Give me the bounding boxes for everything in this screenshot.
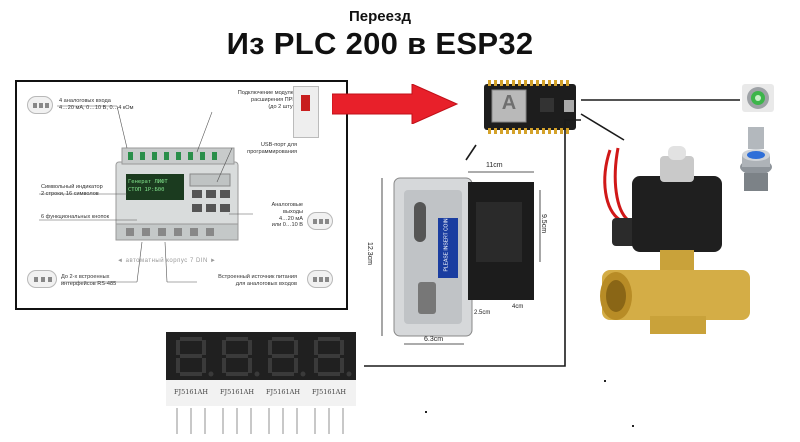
- wire-to-coin-acceptor: [465, 144, 477, 161]
- digit-1-segment-1: [180, 337, 202, 341]
- digit-4-segment-2: [340, 340, 344, 355]
- wire-to-valve: [580, 113, 625, 141]
- digit-3-decimal-point: [300, 371, 306, 377]
- digit-3-segment-2: [294, 340, 298, 355]
- blue-button: [738, 125, 774, 195]
- callout-thumb-analog-inputs: [27, 96, 53, 114]
- plc-lcd: Генерат ЛИФТ СТОП 1Р:Б00: [128, 178, 168, 194]
- expansion-module-photo: [293, 86, 319, 138]
- dim-depth: 9.5cm: [540, 213, 548, 234]
- digit-2-segment-7: [226, 354, 248, 358]
- callout-thumb-rs485: [27, 270, 57, 288]
- callout-thumb-analog-outputs: [307, 212, 333, 230]
- digit-2-segment-5: [222, 358, 226, 373]
- solenoid-valve: [590, 140, 750, 340]
- esp32-board: A: [480, 78, 580, 136]
- green-button-drawing: [742, 84, 774, 112]
- coin-acceptor: 11cm 12.3cm 9.5cm 2.5cm 4cm 6.3cm PLEASE…: [364, 162, 559, 350]
- solenoid-valve-drawing: [600, 146, 750, 334]
- migration-arrow: [332, 84, 459, 124]
- seven-segment-drawing: [166, 332, 356, 434]
- plc-device-drawing: [115, 147, 239, 241]
- coin-acceptor-drawing: [381, 171, 541, 345]
- esp32-chip-letter: A: [501, 92, 517, 114]
- digit-3-segment-5: [268, 358, 272, 373]
- expansion-connector: [301, 95, 310, 111]
- digit-3-segment-7: [272, 354, 294, 358]
- dim-bottom-a: 2.5cm: [474, 310, 491, 316]
- digit-4-segment-1: [318, 337, 340, 341]
- wire-to-display: [364, 119, 581, 367]
- plc-lcd-line-2: СТОП 1Р:Б00: [128, 187, 165, 193]
- digit-2-segment-3: [248, 358, 252, 373]
- label-din: ◄ автоматный корпус 7 DIN ►: [117, 258, 217, 264]
- digit-1-segment-6: [176, 340, 180, 355]
- digit-4-segment-3: [340, 358, 344, 373]
- digit-4-segment-5: [314, 358, 318, 373]
- label-analog-outputs: Аналоговые выходы 4…20 мА или 0…10 В: [271, 202, 303, 229]
- label-buttons: 6 функциональных кнопок: [41, 214, 110, 220]
- digit-4-segment-7: [318, 354, 340, 358]
- esp32-board-drawing: [484, 80, 576, 134]
- label-rs485: До 2-х встроенных интерфейсов RS-485: [61, 274, 117, 287]
- slide-title: Из PLC 200 в ESP32: [226, 26, 534, 61]
- stray-dot-3: [632, 425, 634, 427]
- digit-3-segment-6: [268, 340, 272, 355]
- coin-slot-label: PLEASE INSERT COIN: [443, 218, 450, 272]
- digit-2-segment-4: [226, 372, 248, 376]
- dim-bottom-c: 6.3cm: [424, 336, 444, 343]
- segment-label-4: FJ5161AH: [311, 388, 347, 396]
- stray-dot-2: [425, 411, 427, 413]
- digit-1-segment-3: [202, 358, 206, 373]
- plc-panel: 4 аналоговых входа 4…20 мА, 0…10 В, 0…4 …: [15, 80, 348, 310]
- digit-1-segment-2: [202, 340, 206, 355]
- segment-label-1: FJ5161AH: [173, 388, 209, 396]
- dim-height: 12.3cm: [365, 242, 373, 265]
- label-usb: USB-порт для программирования: [247, 142, 297, 155]
- segment-label-3: FJ5161AH: [265, 388, 301, 396]
- digit-4-segment-6: [314, 340, 318, 355]
- digit-1-decimal-point: [208, 371, 214, 377]
- slide-subtitle: Переезд: [349, 8, 411, 25]
- blue-button-drawing: [740, 127, 772, 191]
- digit-3-segment-3: [294, 358, 298, 373]
- digit-2-segment-2: [248, 340, 252, 355]
- digit-2-segment-6: [222, 340, 226, 355]
- migration-arrow-shape: [332, 84, 459, 124]
- digit-2-decimal-point: [254, 371, 260, 377]
- segment-label-2: FJ5161AH: [219, 388, 255, 396]
- dim-bottom-b: 4cm: [512, 304, 524, 310]
- callout-thumb-power: [307, 270, 333, 288]
- digit-4-segment-4: [318, 372, 340, 376]
- stray-dot-1: [604, 380, 606, 382]
- plc-device: Генерат ЛИФТ СТОП 1Р:Б00: [112, 144, 242, 249]
- digit-2-segment-1: [226, 337, 248, 341]
- digit-4-decimal-point: [346, 371, 352, 377]
- dim-width: 11cm: [486, 162, 503, 169]
- digit-3-segment-1: [272, 337, 294, 341]
- plc-lcd-line-1: Генерат ЛИФТ: [128, 179, 168, 185]
- digit-1-segment-7: [180, 354, 202, 358]
- digit-1-segment-4: [180, 372, 202, 376]
- label-analog-inputs: 4 аналоговых входа 4…20 мА, 0…10 В, 0…4 …: [59, 98, 134, 111]
- callout-leaders: [39, 105, 253, 283]
- green-button: [742, 84, 774, 112]
- label-expansion: Подключение модулей расширения ПРМ (до 2…: [237, 90, 297, 110]
- label-power: Встроенный источник питания для аналогов…: [218, 274, 297, 287]
- seven-segment-display: FJ5161AH FJ5161AH FJ5161AH FJ5161AH: [166, 332, 356, 436]
- digit-3-segment-4: [272, 372, 294, 376]
- digit-1-segment-5: [176, 358, 180, 373]
